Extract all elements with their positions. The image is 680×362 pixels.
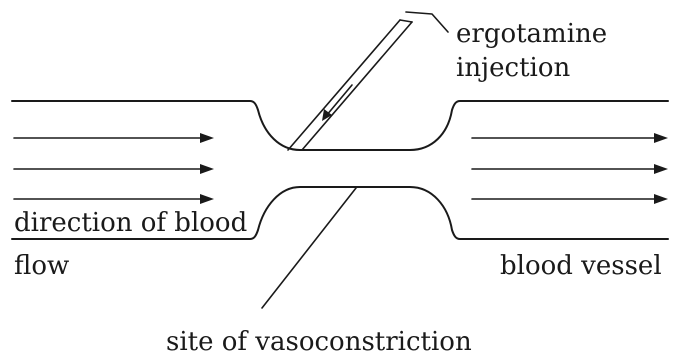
flow-arrow (472, 194, 668, 204)
right-flow-arrows (472, 133, 668, 204)
upper-vessel-wall (12, 101, 668, 150)
flow-label-line2: flow (14, 251, 69, 281)
vessel-label: blood vessel (500, 251, 662, 281)
injection-label-line2: injection (456, 53, 570, 83)
flow-label-line1: direction of blood (14, 208, 247, 238)
flow-arrow (14, 133, 214, 143)
constriction-label: site of vasoconstriction (166, 327, 472, 357)
flow-arrow (14, 194, 214, 204)
flow-arrow (472, 164, 668, 174)
injection-needle (288, 20, 412, 150)
constriction-leader-line (262, 188, 356, 308)
flow-arrow (14, 164, 214, 174)
left-flow-arrows (14, 133, 214, 204)
injection-label-line1: ergotamine (456, 19, 607, 49)
flow-arrow (472, 133, 668, 143)
injection-flow-arrow (322, 85, 352, 121)
